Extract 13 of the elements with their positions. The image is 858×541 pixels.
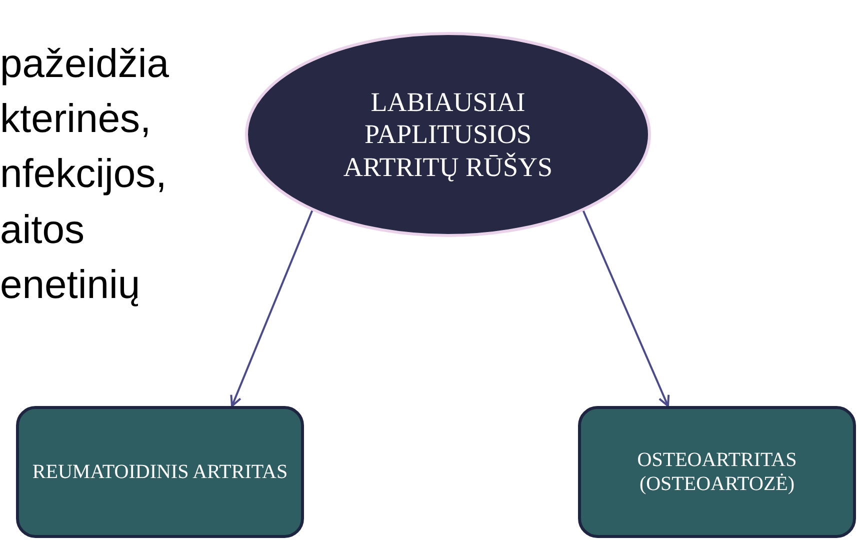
body-text-line: enetinių	[0, 265, 140, 305]
body-text-line: aitos	[0, 210, 84, 250]
body-text-line: pažeidžia	[0, 44, 170, 84]
arrow	[582, 210, 670, 407]
node-label: LABIAUSIAI PAPLITUSIOS ARTRITŲ RŪŠYS	[342, 86, 554, 184]
rounded-box	[578, 406, 856, 538]
ellipse-node	[245, 32, 651, 237]
body-text-line: kterinės,	[0, 99, 152, 139]
body-text-line: nfekcijos,	[0, 154, 167, 194]
rounded-box	[16, 406, 304, 538]
arrow	[230, 210, 314, 407]
node-label: OSTEOARTRITAS (OSTEOARTOZĖ)	[636, 448, 798, 496]
node-label: REUMATOIDINIS ARTRITAS	[31, 460, 289, 484]
